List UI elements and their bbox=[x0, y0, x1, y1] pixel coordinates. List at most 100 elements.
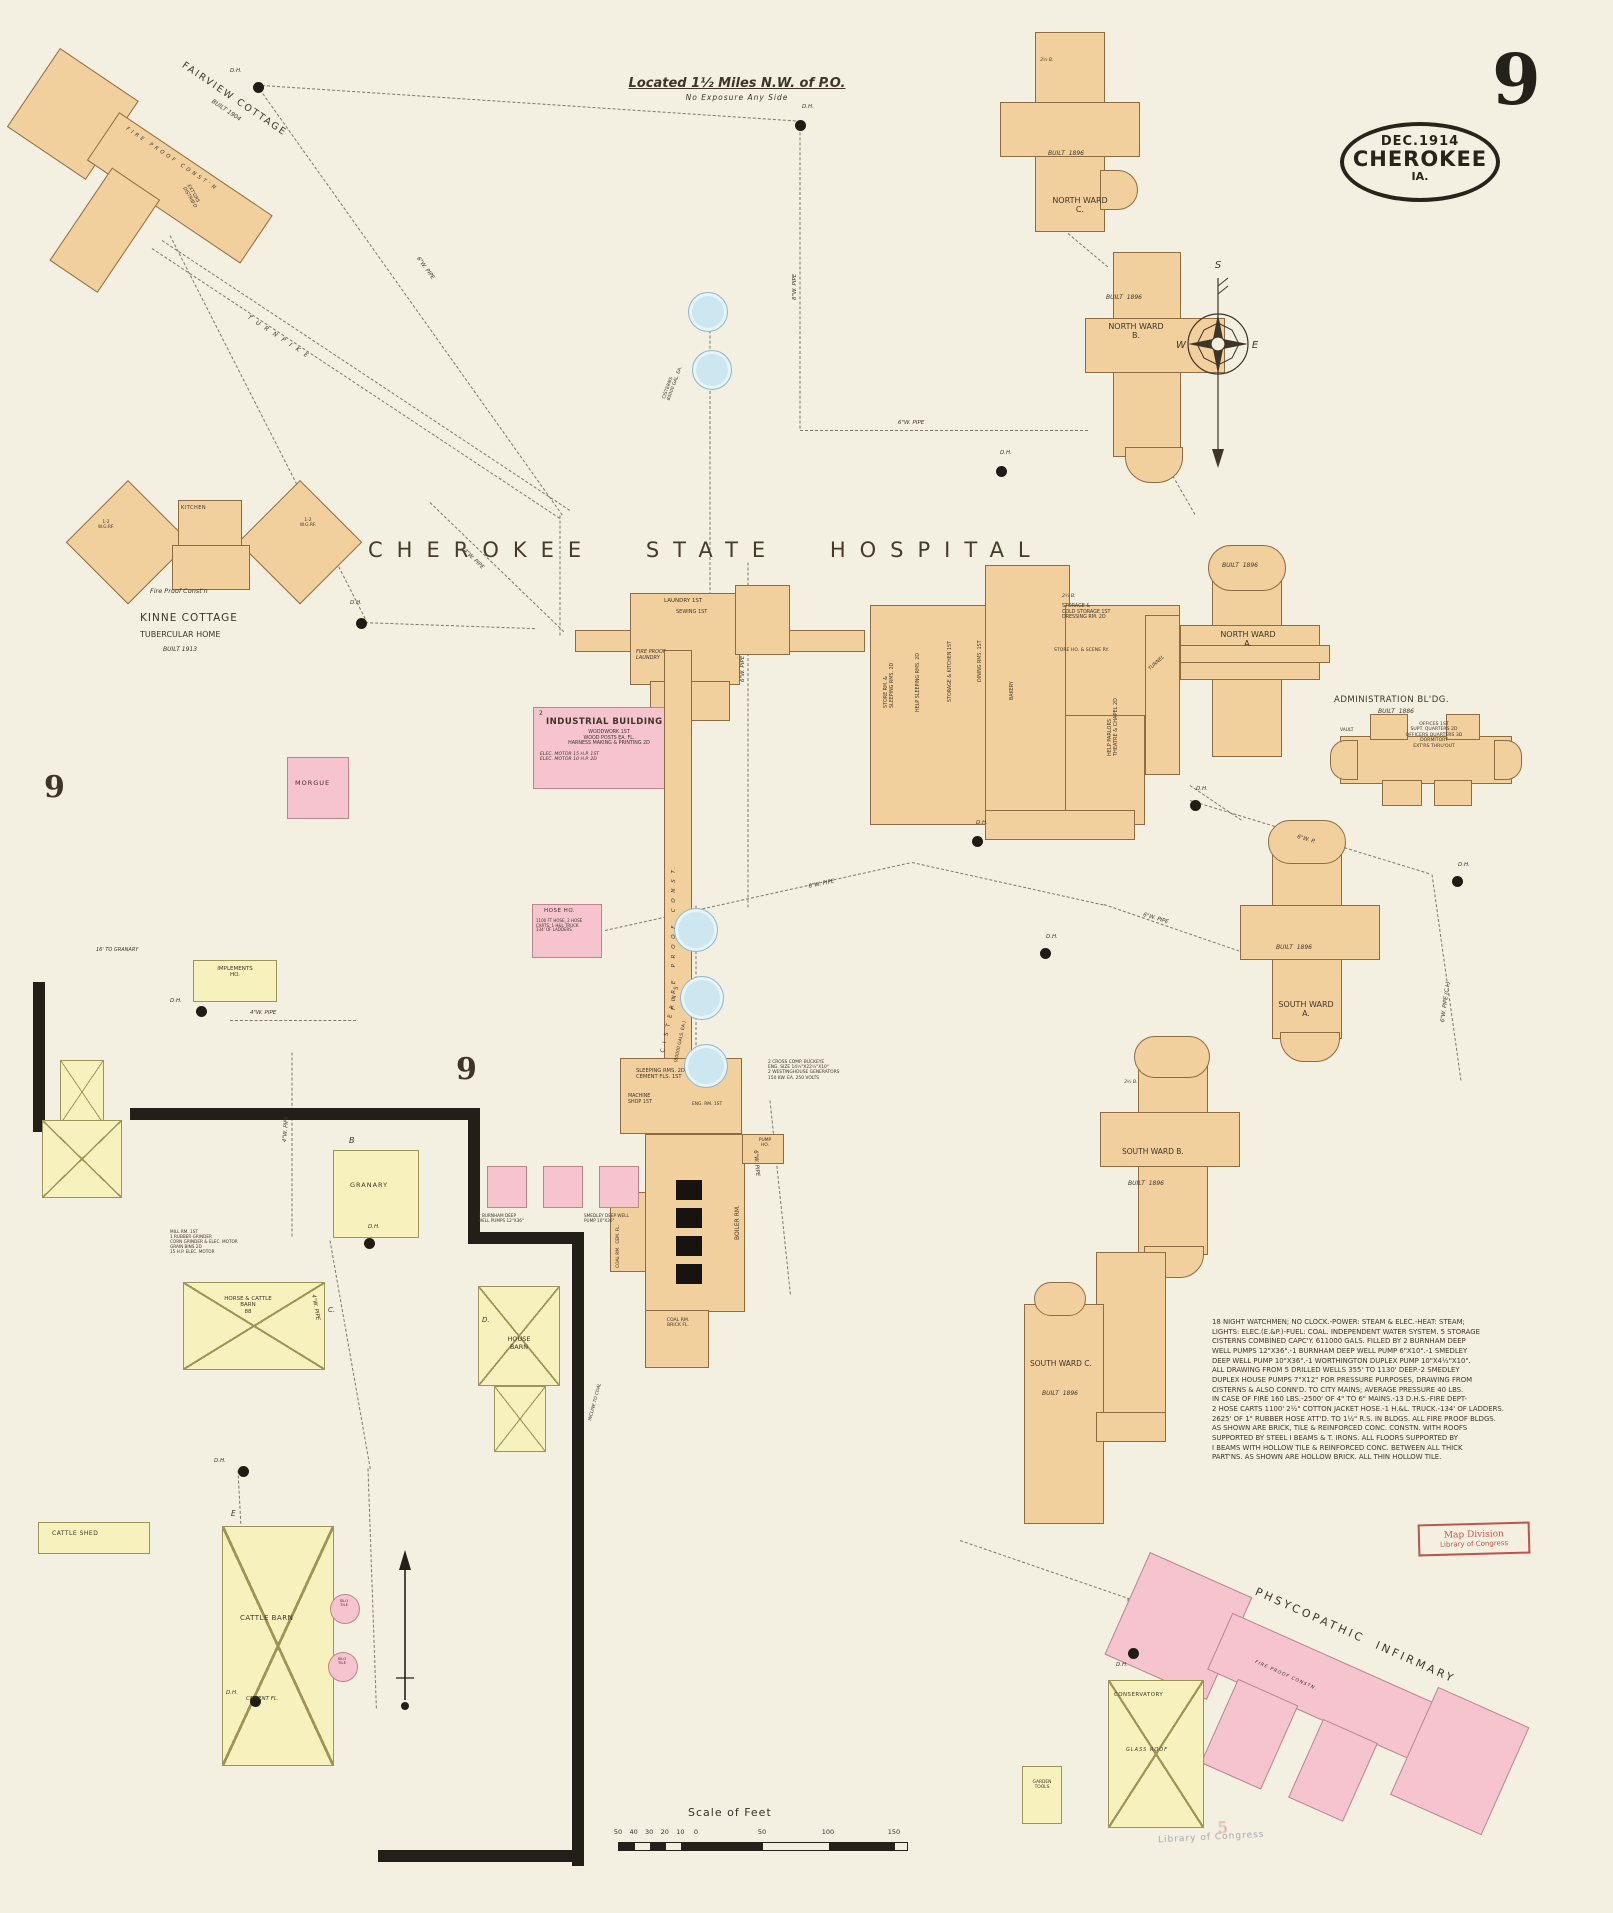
south-ward-c-part bbox=[1096, 1412, 1166, 1442]
hydrant-dot bbox=[196, 1006, 207, 1017]
scale-tick: 50 bbox=[613, 1828, 623, 1836]
water-pipe bbox=[151, 248, 561, 519]
implements-house-part bbox=[193, 960, 277, 1002]
north-ward-b-label: NORTH WARD B. bbox=[1108, 322, 1164, 341]
map-label: STORAGE & KITCHEN 1ST bbox=[948, 641, 953, 702]
administration-building-part bbox=[1434, 780, 1472, 806]
water-pipe bbox=[769, 1100, 791, 1295]
water-pipe bbox=[799, 122, 801, 429]
map-division-stamp: Map Division Library of Congress bbox=[1417, 1521, 1531, 1557]
map-label: CEMENT FL. bbox=[246, 1696, 279, 1702]
central-complex-part bbox=[985, 565, 1070, 815]
boundary-line bbox=[378, 1850, 584, 1862]
north-ward-b-part bbox=[1125, 447, 1183, 483]
south-ward-c-part bbox=[1096, 1252, 1166, 1422]
map-label: 2 BURNHAM DEEP WELL PUMPS 12"X36" bbox=[478, 1213, 524, 1223]
south-ward-c-part bbox=[1034, 1282, 1086, 1316]
map-label: COAL RM. CEM. FL. bbox=[616, 1224, 621, 1268]
kinne-cottage-kitchen-part bbox=[178, 500, 242, 550]
administration-building-part bbox=[1382, 780, 1422, 806]
scale-tick: 20 bbox=[660, 1828, 669, 1836]
stamp-state: IA. bbox=[1411, 170, 1429, 183]
map-label: STORAGE & COLD STORAGE 1ST DRESSING RM. … bbox=[1062, 604, 1111, 621]
morgue-part bbox=[287, 757, 349, 819]
map-label: CISTERNS 80000 GAL. EA. bbox=[662, 366, 684, 402]
scale-sub-segment bbox=[634, 1843, 651, 1850]
map-label: INCLINE TO COAL bbox=[588, 1382, 603, 1422]
horse-cattle-barn-part bbox=[183, 1282, 325, 1370]
hydrant-dot bbox=[1452, 876, 1463, 887]
hydrant-label: D.H. bbox=[368, 1224, 380, 1230]
scale-title: Scale of Feet bbox=[688, 1806, 772, 1819]
map-label: 6"W. PIPE bbox=[808, 878, 835, 890]
stamp-city: CHEROKEE bbox=[1352, 147, 1488, 171]
hydrant-dot bbox=[238, 1466, 249, 1477]
implements-house-label: IMPLEMENTS HO. bbox=[217, 966, 253, 979]
hydrant-label: D.H. bbox=[170, 998, 182, 1004]
administration-building-part bbox=[1330, 740, 1358, 780]
water-pipe bbox=[1067, 233, 1109, 268]
scale-main-segment bbox=[697, 1843, 763, 1850]
map-label: 1-2 W.G.RF. bbox=[299, 518, 317, 529]
map-label: 1100 FT HOSE, 2 HOSE CARTS, 1 H&L TRUCK … bbox=[536, 918, 583, 933]
south-ward-a-part bbox=[1240, 905, 1380, 960]
water-pipe bbox=[429, 502, 565, 633]
compass-west-letter: W bbox=[1176, 340, 1187, 351]
d-house-barn-part bbox=[478, 1286, 560, 1386]
map-label: MILL RM. 1ST 1 RUBBER GRINDER CORN GRIND… bbox=[170, 1229, 238, 1254]
hydrant-label: D.H. bbox=[214, 1458, 226, 1464]
map-label: BUILT 1886 bbox=[1378, 708, 1414, 715]
map-label: T U R N P I K E bbox=[246, 314, 312, 361]
administration-building-part bbox=[1370, 714, 1408, 740]
map-label: SLEEPING RMS. 2D CEMENT FLS. 1ST bbox=[636, 1068, 685, 1081]
water-pipe bbox=[604, 862, 910, 931]
boundary-line bbox=[572, 1232, 584, 1866]
well-pump-house-1-part bbox=[487, 1166, 527, 1208]
map-label: FIRE PROOF LAUNDRY bbox=[636, 649, 666, 661]
map-label: STORE HO. & SCENE RY. bbox=[1054, 648, 1109, 653]
water-pipe bbox=[800, 430, 1088, 431]
power-house-part bbox=[645, 1310, 709, 1368]
water-pipe bbox=[1103, 904, 1254, 957]
power-house-part bbox=[742, 1134, 784, 1164]
hydrant-dot bbox=[795, 120, 806, 131]
map-label: 4"W. PIPE bbox=[282, 1115, 291, 1143]
compass-east-letter: E bbox=[1252, 340, 1259, 351]
conservatory-label: CONSERVATORY bbox=[1114, 1692, 1164, 1698]
hose-house-label: HOSE HO. bbox=[544, 908, 576, 914]
map-label: BUILT 1913 bbox=[163, 646, 198, 653]
map-label: ELEC. MOTOR 15 H.P. 1ST ELEC. MOTOR 10 H… bbox=[540, 752, 600, 763]
hydrant-dot bbox=[996, 466, 1007, 477]
scale-tick: 0 bbox=[693, 1828, 699, 1836]
hydrant-label: D.H. bbox=[1458, 862, 1470, 868]
library-stamp-number: 5 bbox=[1217, 1817, 1230, 1838]
corner-number-left: 9 bbox=[44, 770, 65, 805]
scale-tick: 30 bbox=[645, 1828, 654, 1836]
south-ward-b-part bbox=[1134, 1036, 1210, 1078]
south-ward-a-part bbox=[1280, 1032, 1340, 1062]
scale-sub-segment bbox=[650, 1843, 666, 1850]
hydrant-dot bbox=[1190, 800, 1201, 811]
farm-house-part bbox=[60, 1060, 104, 1124]
map-label: BUILT 1896 bbox=[1042, 1390, 1078, 1397]
morgue-label: MORGUE bbox=[295, 779, 331, 787]
map-label: ENG. RM. 1ST bbox=[692, 1102, 723, 1107]
library-stamp-faded: Library of Congress 5 bbox=[1157, 1818, 1288, 1846]
map-label: STORE RM. & SLEEPING RMS. 2D bbox=[884, 662, 895, 708]
granary-part bbox=[333, 1150, 419, 1238]
map-label: GLASS ROOF bbox=[1126, 1747, 1169, 1753]
boiler-block bbox=[676, 1264, 702, 1284]
library-stamp-text: Library of Congress bbox=[1157, 1829, 1265, 1846]
central-complex-part bbox=[870, 605, 990, 825]
water-pipe bbox=[911, 862, 1104, 906]
administration-building-label: ADMINISTRATION BL'DG. bbox=[1334, 695, 1450, 705]
map-label: 1-2 W.G.RF. bbox=[97, 520, 115, 531]
hydrant-label: D.H. bbox=[976, 820, 988, 826]
kinne-cottage-kitchen-part bbox=[172, 545, 250, 590]
south-ward-b-label: SOUTH WARD B. bbox=[1122, 1147, 1184, 1156]
hydrant-label: D.H. bbox=[1196, 786, 1208, 792]
south-ward-a-label: SOUTH WARD A. bbox=[1278, 1000, 1334, 1019]
silo-tile bbox=[330, 1594, 360, 1624]
map-label: BUILT 1896 bbox=[1128, 1180, 1164, 1187]
hydrant-dot bbox=[250, 1696, 261, 1707]
